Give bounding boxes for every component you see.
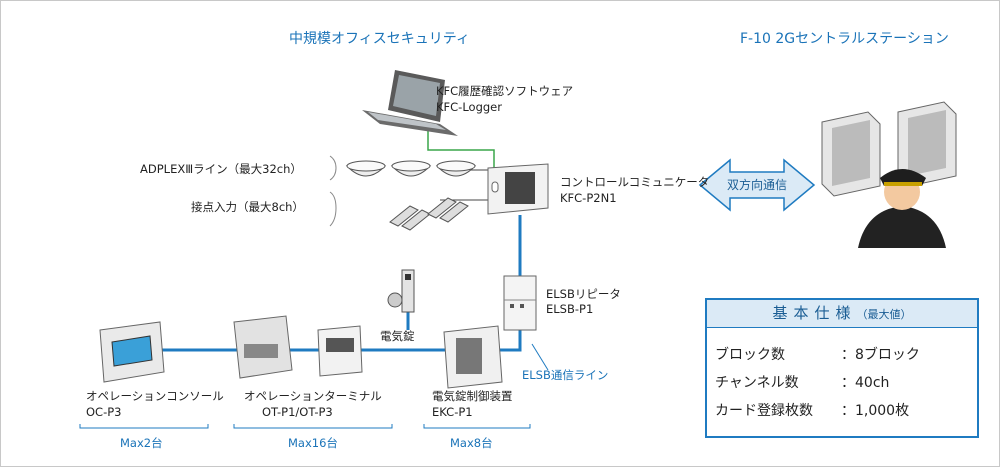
repeater-model: ELSB-P1 <box>546 302 594 316</box>
spec-box: 基本仕様（最大値） ブロック数 ：8ブロック チャンネル数 ：40ch カード登録枚… <box>705 298 979 438</box>
console-label: オペレーションコンソール <box>86 389 224 403</box>
count-brackets <box>79 343 549 429</box>
operation-terminal-small-icon <box>317 325 363 377</box>
logger-model: KFC-Logger <box>436 100 502 114</box>
spec-row-channels: チャンネル数 ：40ch <box>715 372 889 392</box>
bidirectional-label: 双方向通信 <box>726 178 787 192</box>
spec-heading-text: 基本仕様 <box>772 304 857 322</box>
adplex-bracket <box>329 155 337 181</box>
elsb-repeater-icon <box>503 275 537 331</box>
central-station-icon <box>821 101 957 248</box>
lock-label: 電気錠 <box>380 329 415 343</box>
lock-controller-model: EKC-P1 <box>432 405 473 419</box>
elsb-line-label: ELSB通信ライン <box>522 368 609 382</box>
spec-row-label: チャンネル数 <box>715 375 799 391</box>
adplex-label: ADPLEXⅢライン（最大32ch） <box>140 162 302 176</box>
sensor-dome-icons <box>345 160 477 177</box>
right-section-title: F-10 2Gセントラルステーション <box>740 31 949 47</box>
spec-row-value: ：1,000枚 <box>841 403 910 419</box>
laptop-icon <box>362 70 458 136</box>
lock-controller-icon <box>443 325 503 389</box>
lock-controller-max-count: Max8台 <box>450 436 493 450</box>
left-section-title: 中規模オフィスセキュリティ <box>289 31 470 47</box>
logger-label: KFC履歴確認ソフトウェア <box>436 84 574 98</box>
terminal-model: OT-P1/OT-P3 <box>262 405 333 419</box>
contact-input-label: 接点入力（最大8ch） <box>191 200 304 214</box>
controller-model: KFC-P2N1 <box>560 191 617 205</box>
spec-heading-note: （最大値） <box>856 308 912 321</box>
terminal-label: オペレーションターミナル <box>244 389 382 403</box>
operation-terminal-large-icon <box>233 315 293 379</box>
spec-row-value: ：40ch <box>841 375 890 391</box>
controller-device-icon <box>487 163 549 215</box>
spec-row-value: ：8ブロック <box>841 347 920 363</box>
contact-bracket <box>329 191 337 227</box>
connection-lines <box>160 124 522 352</box>
spec-row-label: カード登録枚数 <box>715 403 813 419</box>
contact-input-icons <box>389 197 469 231</box>
spec-row-blocks: ブロック数 ：8ブロック <box>715 344 920 364</box>
electric-lock-icon <box>387 269 415 313</box>
controller-label: コントロールコミュニケータ <box>560 175 710 189</box>
bidirectional-arrow-icon <box>698 158 816 212</box>
console-max-count: Max2台 <box>120 436 163 450</box>
operation-console-icon <box>99 321 165 383</box>
spec-row-cards: カード登録枚数 ：1,000枚 <box>715 400 909 420</box>
spec-heading: 基本仕様（最大値） <box>707 300 977 328</box>
terminal-max-count: Max16台 <box>288 436 338 450</box>
repeater-label: ELSBリピータ <box>546 287 621 301</box>
spec-row-label: ブロック数 <box>715 347 785 363</box>
lock-controller-label: 電気錠制御装置 <box>432 389 513 403</box>
logger-link-line <box>427 124 495 170</box>
console-model: OC-P3 <box>86 405 122 419</box>
